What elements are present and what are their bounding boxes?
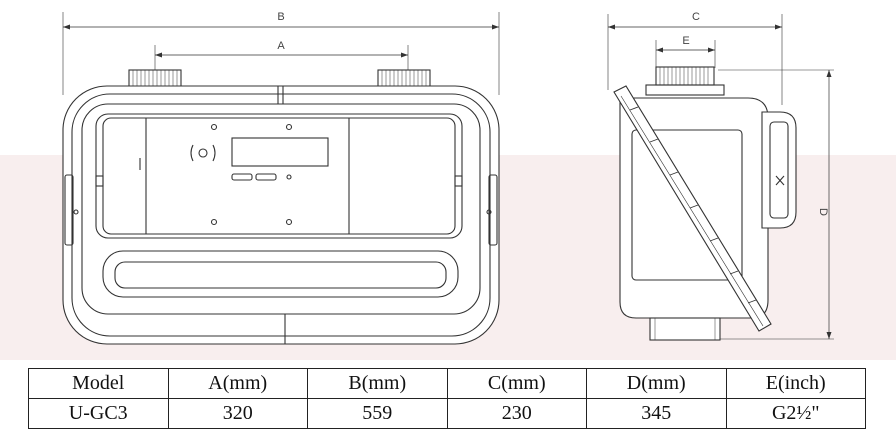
table-header-cell: Model (28, 368, 169, 399)
dimension-label-c: C (692, 11, 700, 23)
table-header-cell: B(mm) (307, 368, 448, 399)
table-header-cell: E(inch) (725, 368, 866, 399)
table-cell: G2½" (725, 398, 866, 429)
dimension-label-b: B (277, 11, 284, 23)
table-cell: U-GC3 (28, 398, 169, 429)
dimension-label-e: E (682, 35, 689, 47)
table-cell: 230 (446, 398, 587, 429)
table-cell: 559 (307, 398, 448, 429)
technical-drawing: B A C E D (62, 11, 834, 345)
side-view (607, 14, 834, 341)
table-header-cell: A(mm) (167, 368, 308, 399)
table-header-cell: D(mm) (586, 368, 727, 399)
dimension-label-d: D (817, 208, 829, 216)
table-cell: 320 (167, 398, 308, 429)
table-header-cell: C(mm) (446, 368, 587, 399)
table-row: U-GC3 320 559 230 345 G2½" (28, 398, 866, 429)
spec-table: Model A(mm) B(mm) C(mm) D(mm) E(inch) U-… (28, 368, 866, 429)
dimension-label-a: A (277, 40, 285, 52)
table-header-row: Model A(mm) B(mm) C(mm) D(mm) E(inch) (28, 368, 866, 399)
table-cell: 345 (586, 398, 727, 429)
front-view (62, 12, 500, 345)
